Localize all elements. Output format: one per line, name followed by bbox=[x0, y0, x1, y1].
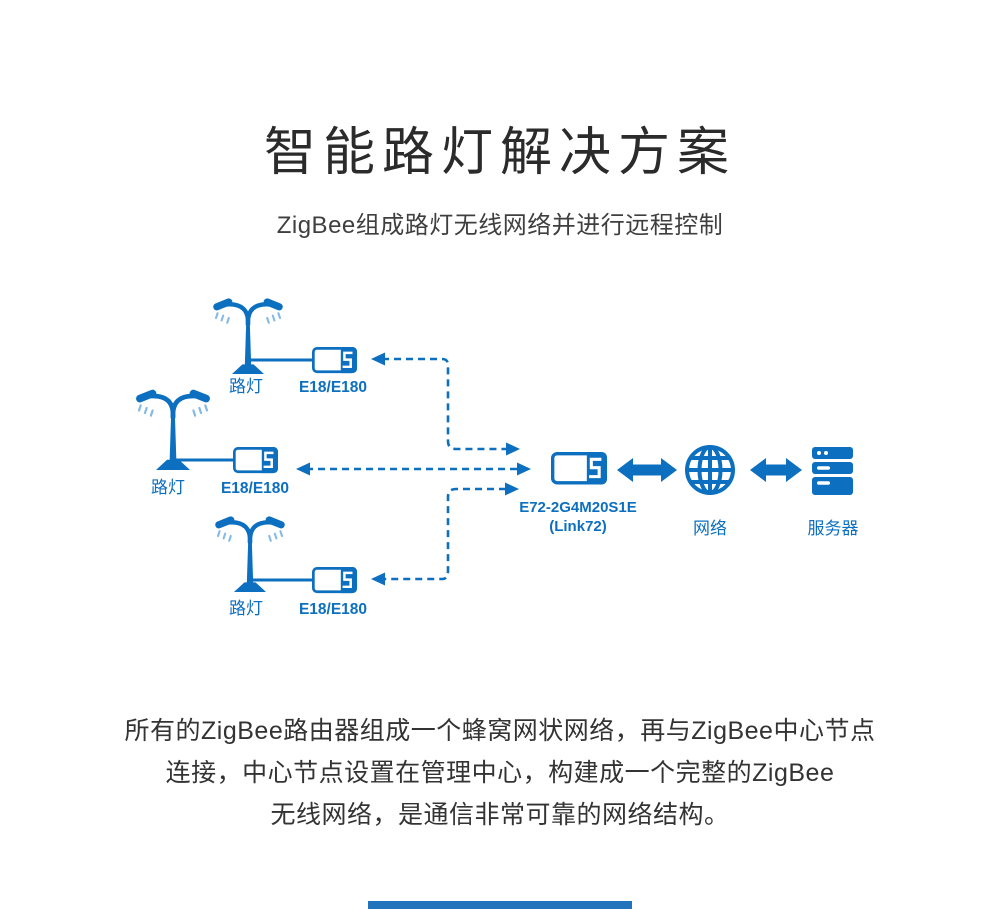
zigbee-dashed-link-middle bbox=[296, 462, 531, 476]
globe-icon bbox=[685, 445, 735, 495]
module-label: E18/E180 bbox=[299, 379, 367, 396]
server-icon bbox=[812, 447, 853, 495]
module-label: E18/E180 bbox=[299, 601, 367, 618]
double-arrow-icon bbox=[750, 458, 802, 482]
description-line: 无线网络，是通信非常可靠的网络结构。 bbox=[270, 801, 730, 829]
footer-accent-bar bbox=[368, 901, 632, 909]
page-title: 智能路灯解决方案 bbox=[263, 124, 736, 182]
description-line: 连接，中心节点设置在管理中心，构建成一个完整的ZigBee bbox=[165, 759, 835, 787]
double-arrow-icon bbox=[617, 458, 677, 482]
gateway-variant-label: (Link72) bbox=[549, 518, 607, 535]
lamp-label: 路灯 bbox=[151, 478, 185, 497]
gateway-module-icon bbox=[550, 450, 609, 487]
description-paragraph: 所有的ZigBee路由器组成一个蜂窝网状网络，再与ZigBee中心节点 连接，中… bbox=[0, 710, 1000, 836]
page-subtitle: ZigBee组成路灯无线网络并进行远程控制 bbox=[276, 212, 724, 239]
lamp-label: 路灯 bbox=[229, 377, 263, 396]
network-label: 网络 bbox=[693, 519, 727, 538]
rf-module-icon bbox=[233, 445, 280, 475]
zigbee-dashed-link-top bbox=[371, 352, 520, 456]
street-lamp-icon bbox=[216, 302, 280, 374]
gateway-model-label: E72-2G4M20S1E bbox=[519, 499, 637, 516]
network-diagram: 路灯 E18/E180 路灯 E18/E180 路灯 E18/E180 E72-… bbox=[0, 280, 859, 618]
lamp-label: 路灯 bbox=[229, 599, 263, 618]
server-label: 服务器 bbox=[808, 519, 859, 538]
description-line: 所有的ZigBee路由器组成一个蜂窝网状网络，再与ZigBee中心节点 bbox=[124, 717, 876, 745]
module-label: E18/E180 bbox=[221, 480, 289, 497]
rf-module-icon bbox=[312, 565, 359, 595]
zigbee-dashed-link-bottom bbox=[371, 482, 519, 586]
rf-module-icon bbox=[312, 345, 359, 375]
